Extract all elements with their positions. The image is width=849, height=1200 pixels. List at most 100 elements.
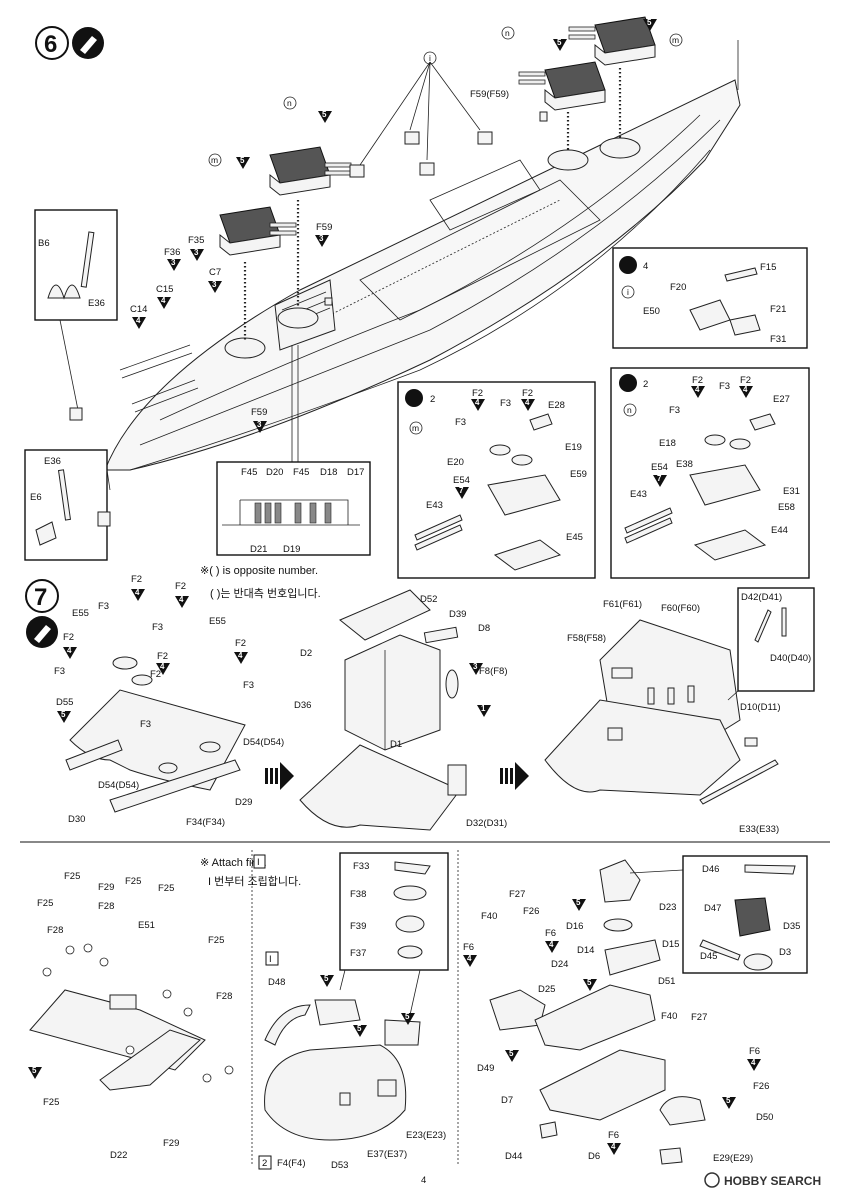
tri-5-c: 5 <box>553 38 567 51</box>
svg-text:4: 4 <box>136 316 141 325</box>
sub-m-count: 2 <box>430 394 435 405</box>
s7-tri-4b: 4 <box>175 595 189 608</box>
step-6-number: 6 <box>44 31 57 58</box>
br-22: E29(E29) <box>713 1153 753 1164</box>
bm-tri-5b: 5 <box>353 1024 367 1037</box>
sub-n-e43: E43 <box>630 489 647 500</box>
bi-0: D46 <box>702 864 719 875</box>
svg-text:5: 5 <box>557 38 562 47</box>
br-6: F6 <box>463 942 474 953</box>
sub-i-f20: F20 <box>670 282 686 293</box>
bm-5: F4(F4) <box>277 1158 306 1169</box>
sub-n-e58: E58 <box>778 502 795 513</box>
bottom-right: F27 F40 F26 D23 D16 F6 F6 D14 D15 D24 D2… <box>463 855 808 1165</box>
tri-3-c: 3 <box>208 280 222 293</box>
tri-3-d: 3 <box>315 234 329 247</box>
s7-r-5: D10(D11) <box>740 702 780 713</box>
callout-i: i <box>429 53 431 63</box>
tri-5-d: 5 <box>643 18 657 31</box>
callout-n-2: n <box>287 98 292 108</box>
label-c7: C7 <box>209 267 221 278</box>
tri-5-a: 5 <box>236 156 250 169</box>
label-c14: C14 <box>130 304 147 315</box>
sub-m-e20: E20 <box>447 457 464 468</box>
s7-r-4: D40(D40) <box>770 653 811 664</box>
br-16: D7 <box>501 1095 513 1106</box>
bi-3: D3 <box>779 947 791 958</box>
svg-text:1: 1 <box>481 704 486 713</box>
s7-r-3: F58(F58) <box>567 633 606 644</box>
bl-8: F25 <box>208 935 224 946</box>
sub-m-f3-b: F3 <box>500 398 511 409</box>
label-e36-b: E36 <box>44 456 61 467</box>
sub-n-e31: E31 <box>783 486 800 497</box>
sub-m-e59: E59 <box>570 469 587 480</box>
svg-text:4: 4 <box>135 588 140 597</box>
sub-n-icon: n <box>627 405 632 415</box>
bm-6: D53 <box>331 1160 348 1171</box>
sub-n-f3-a: F3 <box>669 405 680 416</box>
br-21: F6 <box>608 1130 619 1141</box>
label-f45-a: F45 <box>241 467 257 478</box>
bl-0: F25 <box>64 871 80 882</box>
sub-i-icon: i <box>627 287 629 297</box>
s7-l-2: F3 <box>98 601 109 612</box>
svg-text:4: 4 <box>695 385 700 394</box>
svg-text:3: 3 <box>473 662 478 671</box>
sub-m-e45: E45 <box>566 532 583 543</box>
box-i-label: I <box>269 954 272 965</box>
step-6-header: 6 <box>35 26 104 60</box>
s7-tri-1: 1 <box>477 704 491 717</box>
sub-n-f2-b: F2 <box>740 375 751 386</box>
label-f36: F36 <box>164 247 180 258</box>
s7-l-4: F3 <box>152 622 163 633</box>
sub-m-tri-4b: 4 <box>521 398 535 411</box>
s7-m-2: D8 <box>478 623 490 634</box>
svg-text:3: 3 <box>171 258 176 267</box>
sub-n-f2-a: F2 <box>692 375 703 386</box>
attach-box-label: I <box>257 857 260 868</box>
br-tri-5d: 5 <box>722 1096 736 1109</box>
battleship-hull-assembly <box>104 16 741 471</box>
br-0: F27 <box>509 889 525 900</box>
bl-4: F25 <box>37 898 53 909</box>
s7-m-0: D52 <box>420 594 437 605</box>
svg-text:3: 3 <box>212 280 217 289</box>
svg-text:5: 5 <box>726 1096 731 1105</box>
sub-i-f21: F21 <box>770 304 786 315</box>
br-17: F26 <box>753 1081 769 1092</box>
svg-text:5: 5 <box>405 1012 410 1021</box>
br-11: D51 <box>658 976 675 987</box>
bm-tri-5a: 5 <box>320 974 334 987</box>
sub-m-f2-a: F2 <box>472 388 483 399</box>
tri-3-e: 3 <box>253 420 267 433</box>
bl-3: F25 <box>158 883 174 894</box>
br-1: F40 <box>481 911 497 922</box>
s7-l-6: E55 <box>209 616 226 627</box>
watermark: HOBBY SEARCH <box>704 1172 821 1188</box>
attach-note: ※ Attach first. <box>200 857 267 869</box>
sub-m-f3-a: F3 <box>455 417 466 428</box>
svg-text:3: 3 <box>319 234 324 243</box>
bi-1: D47 <box>704 903 721 914</box>
note-opposite-en: ※( ) is opposite number. <box>200 565 318 577</box>
label-d17: D17 <box>347 467 364 478</box>
s7-m-7: D32(D31) <box>466 818 507 829</box>
svg-text:3: 3 <box>257 420 262 429</box>
bm-8: E23(E23) <box>406 1130 446 1141</box>
bm-0: F33 <box>353 861 369 872</box>
br-15: F6 <box>749 1046 760 1057</box>
br-3: D23 <box>659 902 676 913</box>
label-b6: B6 <box>38 238 50 249</box>
bottom-mid: ※ Attach first. I I 번부터 조립합니다. F33 F38 F… <box>200 852 449 1171</box>
svg-text:5: 5 <box>61 710 66 719</box>
sub-n-count: 2 <box>643 379 648 390</box>
label-f59-top: F59(F59) <box>470 89 509 100</box>
svg-text:7: 7 <box>459 486 464 495</box>
br-5: F6 <box>545 928 556 939</box>
sub-i-count: 4 <box>643 261 648 272</box>
s7-l-18: F34(F34) <box>186 817 225 828</box>
step-7-header: 7 <box>25 579 59 648</box>
br-4: D16 <box>566 921 583 932</box>
sub-i-e50: E50 <box>643 306 660 317</box>
